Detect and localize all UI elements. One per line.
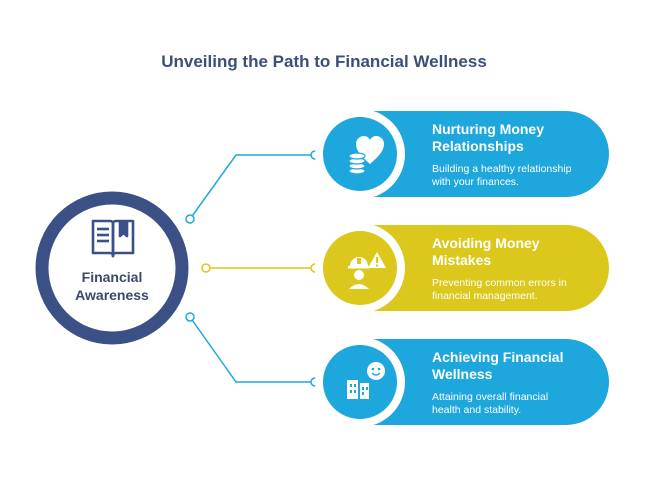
branch-1-desc: Building a healthy relationship with you…: [432, 163, 602, 189]
page-title: Unveiling the Path to Financial Wellness: [161, 52, 487, 71]
branch-2-title: Avoiding Money Mistakes: [432, 235, 622, 269]
branch-3-title-line2: Wellness: [432, 366, 493, 382]
hub-label-line2: Awareness: [75, 287, 149, 303]
branch-2-desc: Preventing common errors in financial ma…: [432, 277, 602, 303]
connector-top: [185, 150, 320, 224]
connector-bottom: [185, 312, 320, 387]
branch-3-desc: Attaining overall financial health and s…: [432, 391, 602, 417]
branch-3-title-line1: Achieving Financial: [432, 349, 564, 365]
branch-3-title: Achieving Financial Wellness: [432, 349, 622, 383]
branch-1-title-line1: Nurturing Money: [432, 121, 544, 137]
branch-2-title-line1: Avoiding Money: [432, 235, 540, 251]
building-smile-icon: [347, 362, 385, 399]
book-icon: [91, 219, 135, 258]
branch-3-desc-line1: Attaining overall financial: [432, 391, 549, 403]
branch-1-title: Nurturing Money Relationships: [432, 121, 622, 155]
branch-1-desc-line2: with your finances.: [432, 176, 519, 188]
branch-1-desc-line1: Building a healthy relationship: [432, 163, 572, 175]
branch-1-title-line2: Relationships: [432, 138, 524, 154]
coins-heart-icon: [348, 136, 384, 175]
branch-3-desc-line2: health and stability.: [432, 404, 522, 416]
branch-card-3: [315, 337, 609, 427]
hub-label: Financial Awareness: [52, 268, 172, 304]
hub-label-line1: Financial: [81, 269, 143, 285]
worker-warning-icon: [348, 252, 386, 289]
branch-2-title-line2: Mistakes: [432, 252, 492, 268]
branch-2-desc-line1: Preventing common errors in: [432, 277, 567, 289]
connector-middle: [201, 263, 320, 273]
branch-2-desc-line2: financial management.: [432, 290, 538, 302]
hub-node: [35, 191, 189, 345]
